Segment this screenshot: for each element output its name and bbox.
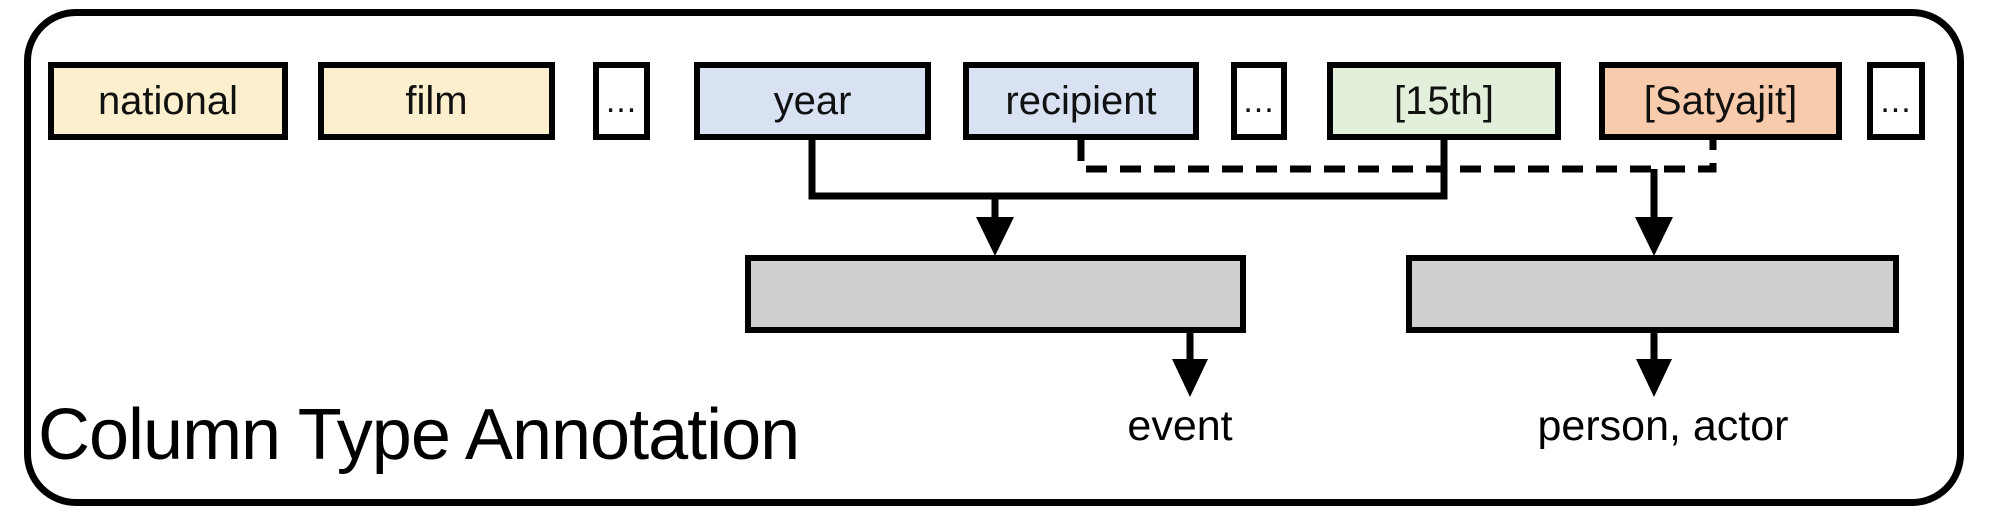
figure-title: Column Type Annotation <box>38 395 800 475</box>
token-year: year <box>694 62 931 140</box>
token-national: national <box>48 62 288 140</box>
token-ellipsis-3: ... <box>1867 62 1925 140</box>
token-satyajit: [Satyajit] <box>1599 62 1842 140</box>
token-ellipsis-1: ... <box>593 62 650 140</box>
token-label: year <box>773 78 852 123</box>
token-label: ... <box>1243 81 1275 120</box>
token-recipient: recipient <box>963 62 1199 140</box>
token-label: ... <box>1880 81 1912 120</box>
token-label: film <box>405 78 468 123</box>
token-film: film <box>318 62 555 140</box>
token-label: ... <box>605 81 638 120</box>
token-label: [Satyajit] <box>1643 78 1798 123</box>
token-label: recipient <box>1005 78 1157 123</box>
aggregation-box-left <box>745 255 1246 333</box>
aggregation-box-right <box>1406 255 1899 333</box>
figure-border <box>24 9 1964 506</box>
token-label: national <box>97 78 239 123</box>
prediction-label-event: event <box>1127 402 1233 450</box>
token-label: [15th] <box>1393 78 1495 123</box>
token-15th: [15th] <box>1327 62 1561 140</box>
token-ellipsis-2: ... <box>1231 62 1287 140</box>
prediction-label-person-actor: person, actor <box>1537 402 1789 450</box>
